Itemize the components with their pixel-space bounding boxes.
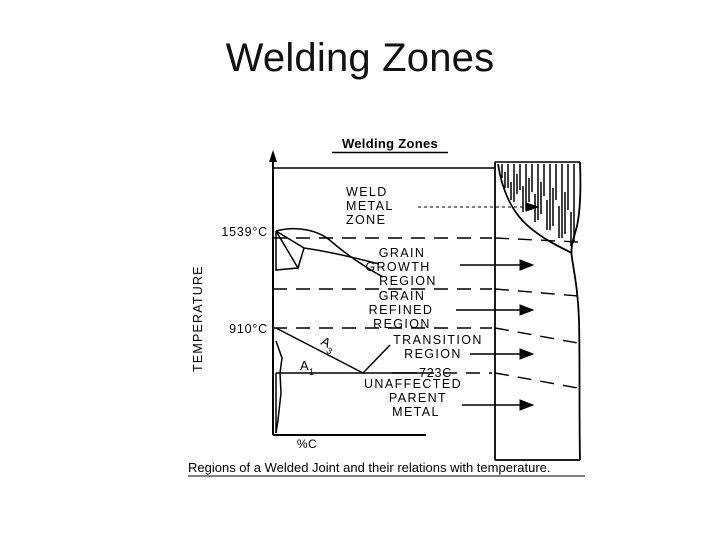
pointer-arrowhead-grain-refined [519, 304, 535, 316]
pointer-arrowhead-grain-growth [519, 259, 535, 271]
zone-line: GRAIN [379, 246, 426, 260]
zone-line: TRANSITION [393, 333, 483, 347]
temp-mark-910: 910°C [229, 322, 268, 336]
boundary-weld-metal-right [494, 237, 579, 243]
zone-line: PARENT [389, 391, 447, 405]
zone-line: REGION [379, 274, 437, 288]
x-axis-label: %C [297, 437, 317, 451]
weld-outer-profile [570, 161, 582, 461]
zone-label-grain-refined-region: GRAIN REFINED REGION [369, 289, 434, 331]
weld-joint-cross-section [494, 161, 582, 461]
figure-heading: Welding Zones [342, 136, 438, 151]
figure-caption-group: Regions of a Welded Joint and their rela… [188, 460, 585, 477]
zone-line: REGION [404, 347, 462, 361]
zone-line: REGION [373, 317, 431, 331]
alpha-ferrite-field [275, 340, 283, 374]
pointer-arrowhead-weld-metal [525, 202, 540, 212]
zone-pointer-arrows [418, 202, 540, 411]
axis-group [269, 150, 426, 436]
boundary-grain-growth-right [494, 288, 579, 297]
y-axis-label: TEMPERATURE [191, 265, 205, 372]
welding-zones-diagram: Welding Zones TEMPERATURE %C [188, 136, 585, 477]
phase-label-a3-sub: 3 [325, 345, 334, 356]
zone-boundary-lines [273, 237, 579, 389]
temp-mark-723: 723C [419, 366, 452, 380]
welding-zones-figure: Welding Zones TEMPERATURE %C [180, 130, 600, 478]
fusion-boundary-curve [497, 163, 573, 254]
boundary-grain-refined-right [494, 327, 579, 344]
zone-label-weld-metal-zone: WELD METAL ZONE [346, 185, 394, 227]
zone-line: GROWTH [365, 260, 430, 274]
zone-line: ZONE [346, 213, 386, 227]
transition-leader-line [362, 344, 391, 374]
boundary-transition-right [494, 372, 579, 389]
zone-line: WELD [346, 185, 388, 199]
phase-line-labels: A 3 A 1 [300, 333, 334, 377]
zone-line: GRAIN [379, 289, 426, 303]
pointer-arrowhead-transition [519, 348, 535, 360]
iron-carbon-phase-diagram [275, 227, 420, 434]
low-temp-boundary [275, 372, 282, 434]
delta-field [275, 231, 299, 271]
page-title: Welding Zones [225, 36, 495, 80]
zone-line: UNAFFECTED [364, 377, 462, 391]
pointer-arrowhead-unaffected [519, 399, 535, 411]
zone-labels: WELD METAL ZONE GRAIN GROWTH REGION GRAI… [346, 185, 483, 419]
zone-label-transition-region: TRANSITION REGION [393, 333, 483, 361]
temp-mark-1539: 1539°C [221, 225, 268, 239]
a3-line [275, 327, 364, 374]
zone-line: REFINED [369, 303, 434, 317]
zone-line: METAL [346, 199, 394, 213]
figure-caption: Regions of a Welded Joint and their rela… [188, 460, 551, 475]
y-axis-arrowhead [269, 150, 277, 162]
peritectic-wedge [275, 230, 305, 270]
weld-metal-columnar-hatching [501, 164, 575, 246]
zone-line: METAL [392, 405, 440, 419]
phase-label-a1-sub: 1 [309, 367, 314, 377]
solidus-curve [275, 230, 380, 265]
zone-label-grain-growth-region: GRAIN GROWTH REGION [365, 246, 437, 288]
zone-label-unaffected-parent-metal: UNAFFECTED PARENT METAL [364, 377, 462, 419]
liquidus-curve [275, 227, 384, 278]
temperature-marks: 1539°C 910°C 723C [221, 225, 452, 380]
figure-heading-group: Welding Zones [332, 136, 448, 154]
phase-label-a1-main: A [300, 358, 309, 373]
